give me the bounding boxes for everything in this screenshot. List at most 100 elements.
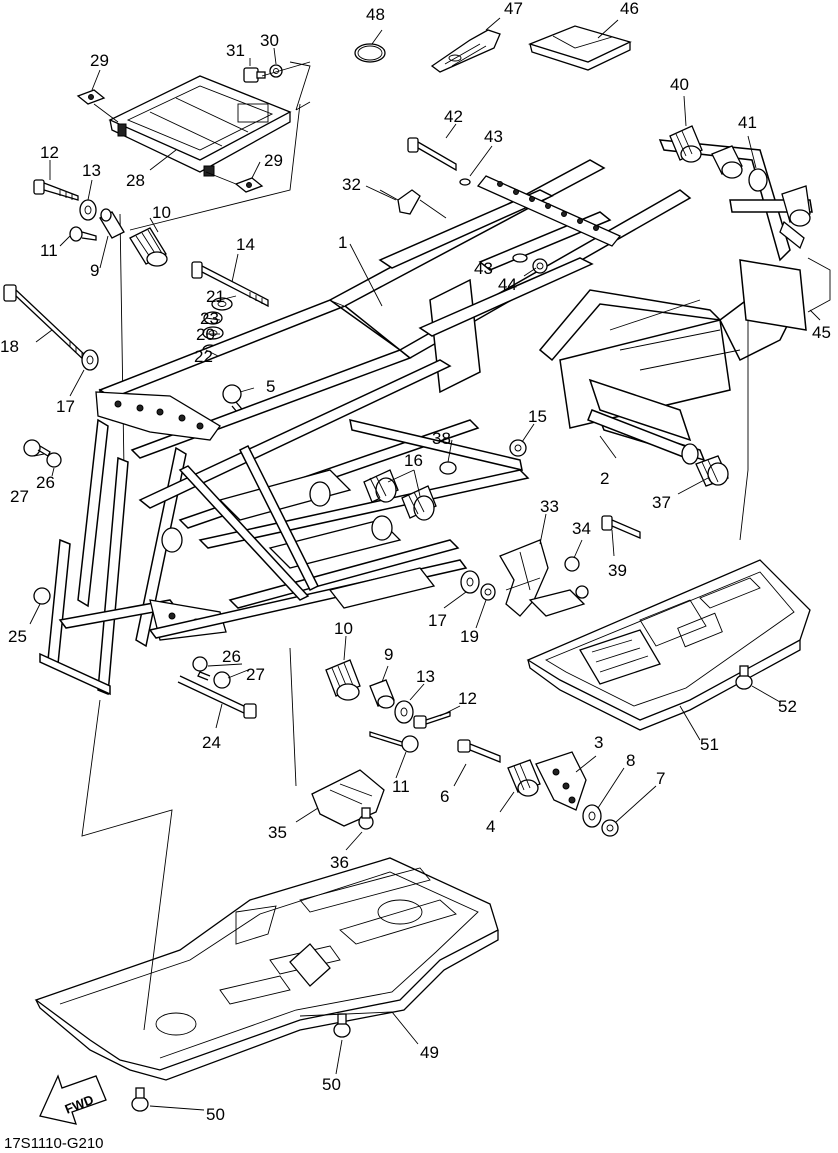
callout-15: 15 <box>528 407 547 426</box>
callout-22: 22 <box>194 347 213 366</box>
callout-19: 19 <box>460 627 479 646</box>
bushing-40 <box>669 125 703 163</box>
callout-28: 28 <box>126 171 145 190</box>
callout-39: 39 <box>608 561 627 580</box>
nut-19 <box>480 583 496 601</box>
bolt-50-mid <box>333 1013 351 1038</box>
front-skid-plate-49 <box>34 857 499 1081</box>
callout-38: 38 <box>432 429 451 448</box>
tool-bag-46 <box>528 25 632 71</box>
collar-8 <box>582 804 602 828</box>
callout-26-a: 26 <box>36 473 55 492</box>
callout-9-a: 9 <box>90 261 99 280</box>
callout-16: 16 <box>404 451 423 470</box>
bushing-9-mid <box>369 679 395 709</box>
rubber-bushing-10-left <box>129 227 168 267</box>
collar-41-b <box>748 168 768 192</box>
callout-26-b: 26 <box>222 647 241 666</box>
callout-36: 36 <box>330 853 349 872</box>
fwd-arrow-icon: FWD <box>39 1074 107 1125</box>
callout-32: 32 <box>342 175 361 194</box>
bolt-50-front <box>131 1087 149 1112</box>
callout-27-b: 27 <box>246 665 265 684</box>
bushing-9-left <box>99 208 125 239</box>
bolt-34 <box>564 556 589 599</box>
callout-13-a: 13 <box>82 161 101 180</box>
callout-40: 40 <box>670 75 689 94</box>
bushing-16-a <box>363 469 399 503</box>
collar-41-a <box>711 145 743 179</box>
rear-skid-plate-51 <box>526 559 811 731</box>
callout-1: 1 <box>338 233 347 252</box>
top-rail-hole-strip <box>476 175 622 247</box>
callout-41: 41 <box>738 113 757 132</box>
nut-29-b <box>234 177 264 193</box>
callout-50-a: 50 <box>322 1075 341 1094</box>
washer-26-left <box>46 452 62 468</box>
callout-44: 44 <box>498 275 517 294</box>
collar-17-left <box>81 349 99 371</box>
callout-27-a: 27 <box>10 487 29 506</box>
callout-24: 24 <box>202 733 221 752</box>
callout-23: 23 <box>200 309 219 328</box>
diagram-code: 17S1110-G210 <box>4 1135 104 1152</box>
callout-21: 21 <box>206 287 225 306</box>
callout-29-b: 29 <box>264 151 283 170</box>
callout-6: 6 <box>440 787 449 806</box>
bushing-16-b <box>401 485 437 521</box>
callout-18: 18 <box>0 337 19 356</box>
callout-3: 3 <box>594 733 603 752</box>
o-ring-48 <box>354 43 386 63</box>
callout-35: 35 <box>268 823 287 842</box>
bushing-4 <box>507 759 541 797</box>
callout-17-b: 17 <box>428 611 447 630</box>
callout-37: 37 <box>652 493 671 512</box>
leader-lines <box>29 17 821 1111</box>
bracket-28 <box>108 75 292 177</box>
callout-10-a: 10 <box>152 203 171 222</box>
bracket-3 <box>535 751 587 811</box>
nut-44 <box>532 258 548 274</box>
callout-12-a: 12 <box>40 143 59 162</box>
nut-29-a <box>76 89 106 105</box>
bolt-11-left <box>69 226 97 242</box>
callout-2: 2 <box>600 469 609 488</box>
bushing-37 <box>695 455 729 487</box>
callout-10-b: 10 <box>334 619 353 638</box>
callout-25: 25 <box>8 627 27 646</box>
washer-38 <box>439 461 457 475</box>
clip-47 <box>430 29 501 73</box>
callout-12-b: 12 <box>458 689 477 708</box>
nut-15 <box>509 439 527 457</box>
rubber-bushing-10-mid <box>325 659 361 701</box>
bracket-32 <box>379 189 447 219</box>
bolt-27-right <box>197 671 231 689</box>
washer-43-top <box>459 178 471 186</box>
bolt-24 <box>177 675 257 719</box>
callout-4: 4 <box>486 817 495 836</box>
callout-43-a: 43 <box>484 127 503 146</box>
callout-29-a: 29 <box>90 51 109 70</box>
callout-48: 48 <box>366 5 385 24</box>
callout-11-b: 11 <box>392 777 410 796</box>
bolt-27-left <box>23 439 51 457</box>
callout-14: 14 <box>236 235 255 254</box>
bolt-12-left <box>33 179 79 201</box>
collar-13-left <box>79 199 97 221</box>
callout-33: 33 <box>540 497 559 516</box>
callout-31: 31 <box>226 41 245 60</box>
callout-5: 5 <box>266 377 275 396</box>
bolt-36 <box>358 807 374 830</box>
bolt-11-mid <box>369 731 419 753</box>
callout-52: 52 <box>778 697 797 716</box>
washer-43-mid <box>512 253 528 263</box>
callout-45: 45 <box>812 323 831 342</box>
bolt-42 <box>407 137 457 172</box>
washer-26-right <box>192 656 208 672</box>
callout-50-b: 50 <box>206 1105 225 1124</box>
callout-34: 34 <box>572 519 591 538</box>
bolt-52 <box>735 665 753 690</box>
callout-13-b: 13 <box>416 667 435 686</box>
callout-17-a: 17 <box>56 397 75 416</box>
